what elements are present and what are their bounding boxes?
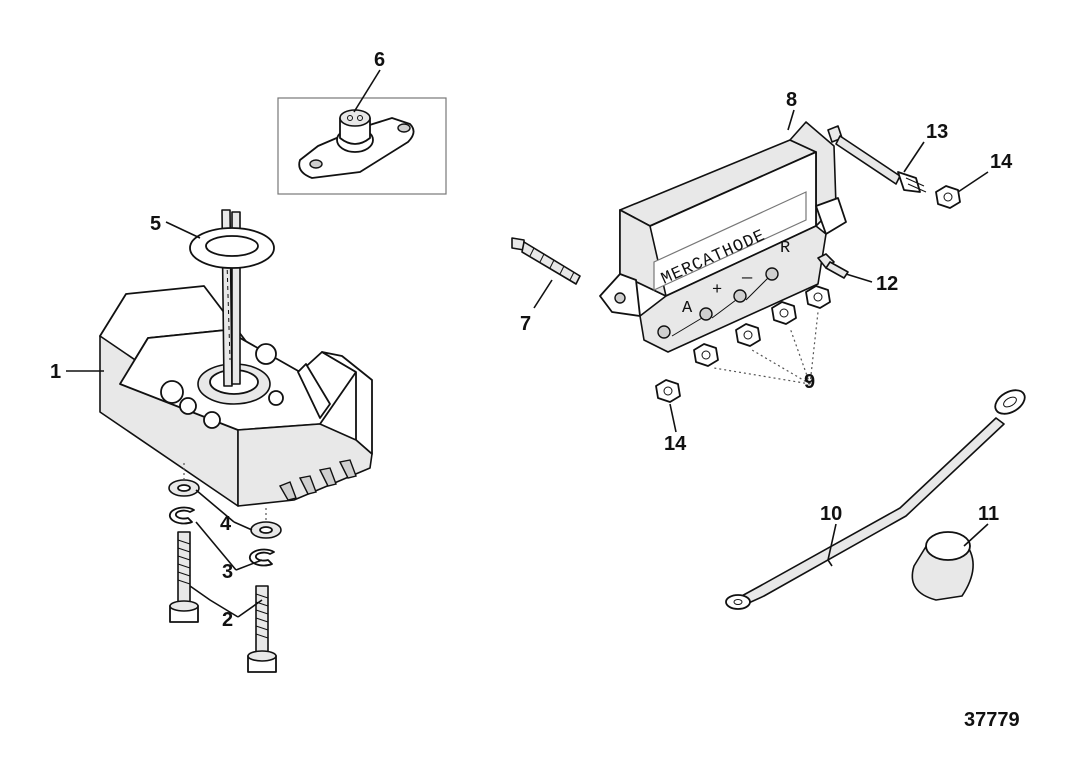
callout-9: 9 — [804, 371, 815, 393]
callout-8: 8 — [786, 89, 797, 111]
terminal-a-label: A — [682, 299, 693, 318]
washer-4b — [250, 521, 282, 539]
washer-4a — [168, 479, 200, 497]
callout-4: 4 — [220, 513, 232, 535]
callout-12: 12 — [876, 273, 898, 295]
nut-9b — [735, 323, 761, 347]
lockwasher-3a — [168, 506, 195, 525]
heat-sink-fins — [278, 459, 357, 501]
screw-12 — [817, 253, 849, 279]
nut-9d — [805, 285, 831, 309]
callout-2: 2 — [222, 609, 233, 631]
nut-9a — [693, 343, 719, 367]
mercathode-module-8 — [599, 121, 847, 353]
callout-numbers: 1 2 3 4 5 6 7 8 9 10 11 12 13 14 14 — [50, 49, 1013, 631]
callout-5: 5 — [150, 213, 161, 235]
bolt-2a — [169, 531, 199, 623]
callout-11: 11 — [978, 503, 999, 525]
callout-3: 3 — [222, 561, 233, 583]
terminal-studs — [657, 267, 779, 339]
callout-14-lower: 14 — [664, 433, 687, 455]
callout-1: 1 — [50, 361, 61, 383]
terminal-r-label: R — [780, 239, 791, 258]
electrode-6 — [298, 109, 415, 179]
ground-strap-10 — [725, 389, 1026, 610]
callout-13: 13 — [926, 121, 948, 143]
bolt-2b — [247, 585, 277, 673]
nut-14a — [935, 185, 961, 209]
grommet-5 — [189, 227, 275, 269]
figure-reference-number: 37779 — [964, 709, 1020, 731]
leader-lines — [66, 69, 989, 618]
callout-7: 7 — [520, 313, 531, 335]
stud-13 — [827, 125, 927, 193]
nut-9c — [771, 301, 797, 325]
callout-10: 10 — [820, 503, 842, 525]
callout-14-upper: 14 — [990, 151, 1013, 173]
terminal-minus-label: — — [741, 269, 753, 288]
assembly-centerlines — [183, 462, 267, 520]
cap-11 — [911, 531, 974, 601]
screw-7 — [511, 237, 581, 285]
terminal-plus-label: + — [712, 281, 723, 300]
callout-6: 6 — [374, 49, 385, 71]
nut-14b — [655, 379, 681, 403]
bracket-housing-1 — [99, 285, 373, 507]
